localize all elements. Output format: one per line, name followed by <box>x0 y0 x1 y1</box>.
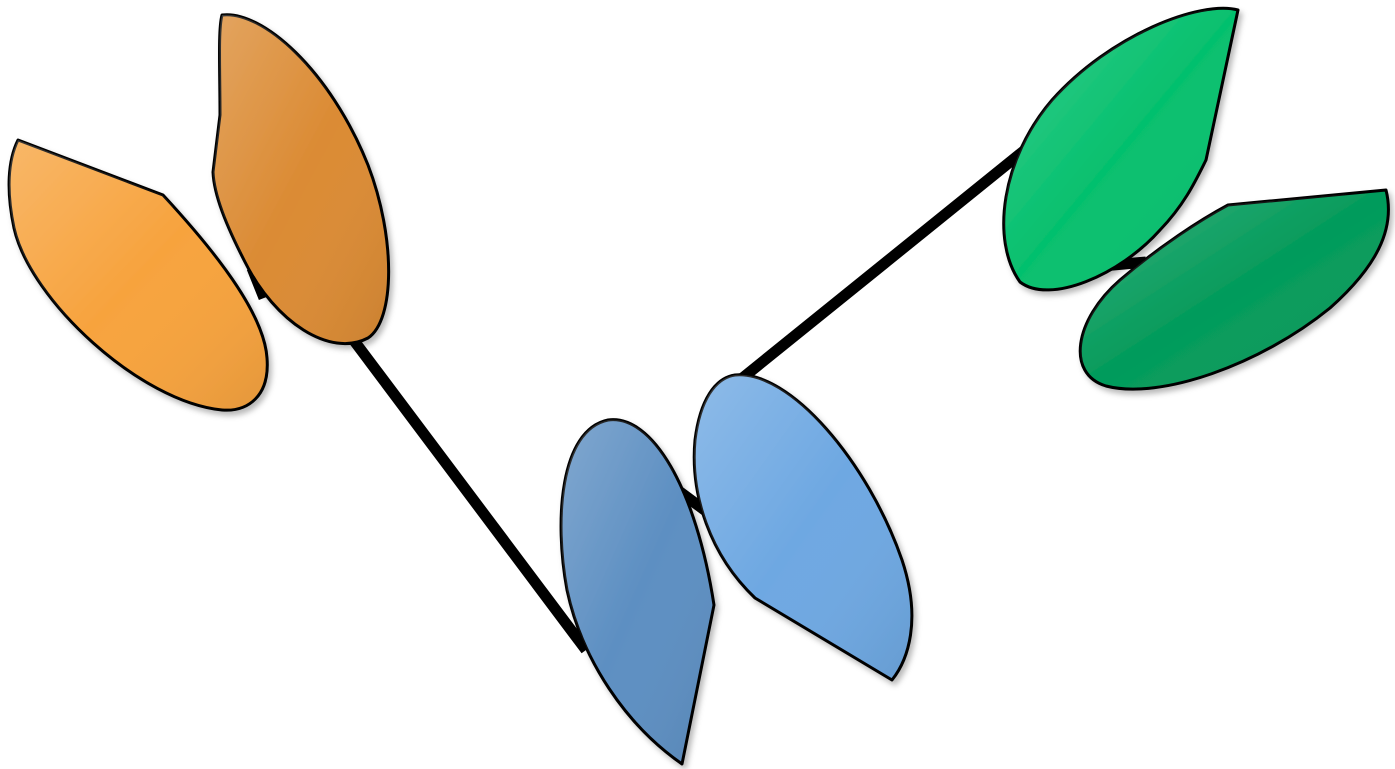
orange-pair <box>9 15 389 410</box>
green-pair <box>1004 8 1389 389</box>
blue-pair <box>561 375 912 764</box>
blue-domain-left-sheen <box>561 420 714 764</box>
blue-domain-right-sheen <box>694 375 912 680</box>
orange-to-blue-linker <box>352 338 586 650</box>
